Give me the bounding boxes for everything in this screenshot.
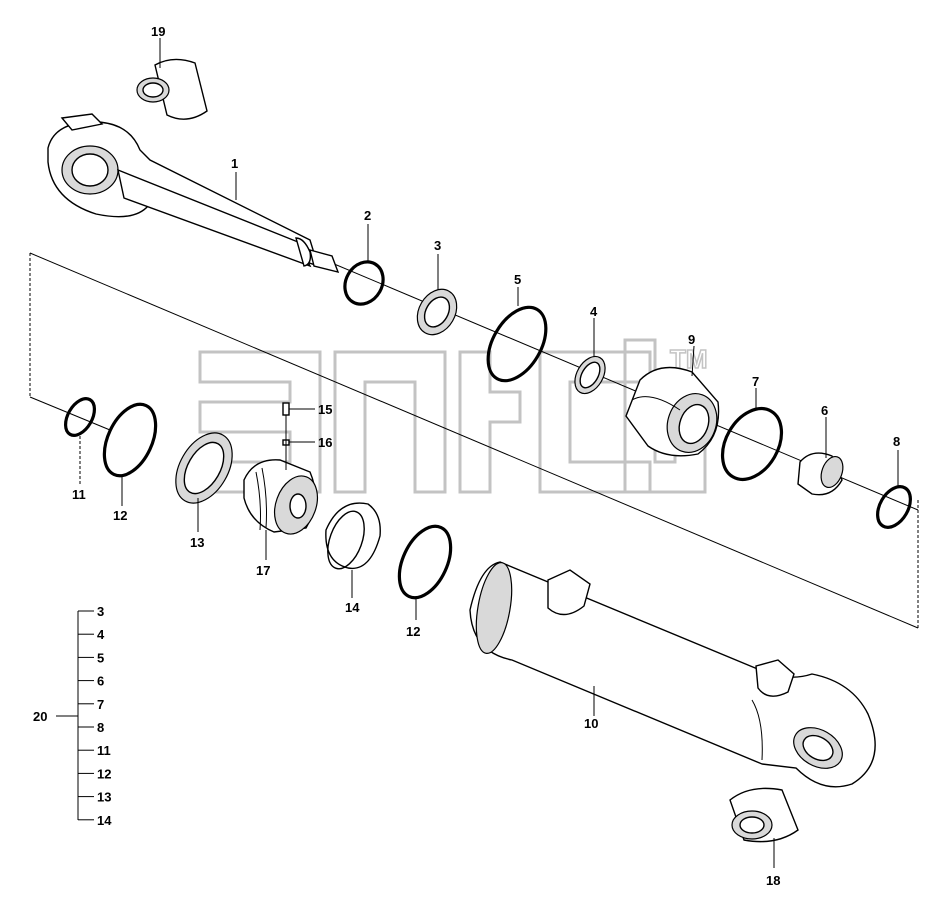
callout-13: 13 xyxy=(190,535,204,550)
callout-10: 10 xyxy=(584,716,598,731)
callout-3: 3 xyxy=(434,238,441,253)
callout-4: 4 xyxy=(590,304,598,319)
bearing-6 xyxy=(797,452,844,496)
callout-1: 1 xyxy=(231,156,238,171)
callout-18: 18 xyxy=(766,873,780,888)
ring-11 xyxy=(63,397,97,437)
o-ring-5 xyxy=(486,305,548,383)
kit-item-12: 12 xyxy=(97,766,111,781)
callout-6: 6 xyxy=(821,403,828,418)
kit-bracket: 20 3 4 5 6 7 8 11 12 13 14 xyxy=(33,604,112,828)
callout-7: 7 xyxy=(752,374,759,389)
kit-label: 20 xyxy=(33,709,47,724)
rod-seal-ring-2 xyxy=(343,260,385,306)
callout-12-right: 12 xyxy=(406,624,420,639)
piston-17 xyxy=(243,459,319,535)
callout-17: 17 xyxy=(256,563,270,578)
kit-item-3: 3 xyxy=(97,604,104,619)
set-screw-15 xyxy=(282,402,290,416)
snap-ring-8 xyxy=(876,485,912,529)
wear-ring-14 xyxy=(325,502,381,570)
callout-16: 16 xyxy=(318,435,332,450)
piston-rod xyxy=(47,113,340,274)
kit-item-7: 7 xyxy=(97,697,104,712)
callout-12-left: 12 xyxy=(113,508,127,523)
rod-seal-4 xyxy=(574,355,606,395)
kit-item-13: 13 xyxy=(97,790,111,805)
callout-5: 5 xyxy=(514,272,521,287)
callout-9: 9 xyxy=(688,332,695,347)
callout-19: 19 xyxy=(151,24,165,39)
kit-item-5: 5 xyxy=(97,650,104,665)
kit-item-list: 3 4 5 6 7 8 11 12 13 14 xyxy=(78,604,112,828)
callout-11: 11 xyxy=(72,487,86,502)
bushing-top xyxy=(136,58,208,120)
ring-12-left xyxy=(102,402,158,478)
callout-2: 2 xyxy=(364,208,371,223)
cylinder-barrel xyxy=(469,561,876,788)
gland-head xyxy=(625,366,720,457)
leader-lines xyxy=(79,38,899,868)
kit-item-6: 6 xyxy=(97,674,104,689)
piston-seal-13 xyxy=(175,432,233,504)
callout-14: 14 xyxy=(345,600,360,615)
o-ring-7 xyxy=(720,407,784,481)
callout-15: 15 xyxy=(318,402,332,417)
bushing-bottom xyxy=(729,787,799,843)
callout-labels: 19 1 2 3 5 4 9 7 6 8 11 12 13 15 16 17 1… xyxy=(72,24,900,888)
ring-12-right xyxy=(397,524,453,600)
rod-wiper-3 xyxy=(416,288,458,336)
kit-item-11: 11 xyxy=(97,743,111,758)
kit-item-14: 14 xyxy=(97,813,112,828)
assembly-axis-lines xyxy=(29,252,919,629)
callout-8: 8 xyxy=(893,434,900,449)
kit-item-8: 8 xyxy=(97,720,104,735)
kit-item-4: 4 xyxy=(97,627,105,642)
